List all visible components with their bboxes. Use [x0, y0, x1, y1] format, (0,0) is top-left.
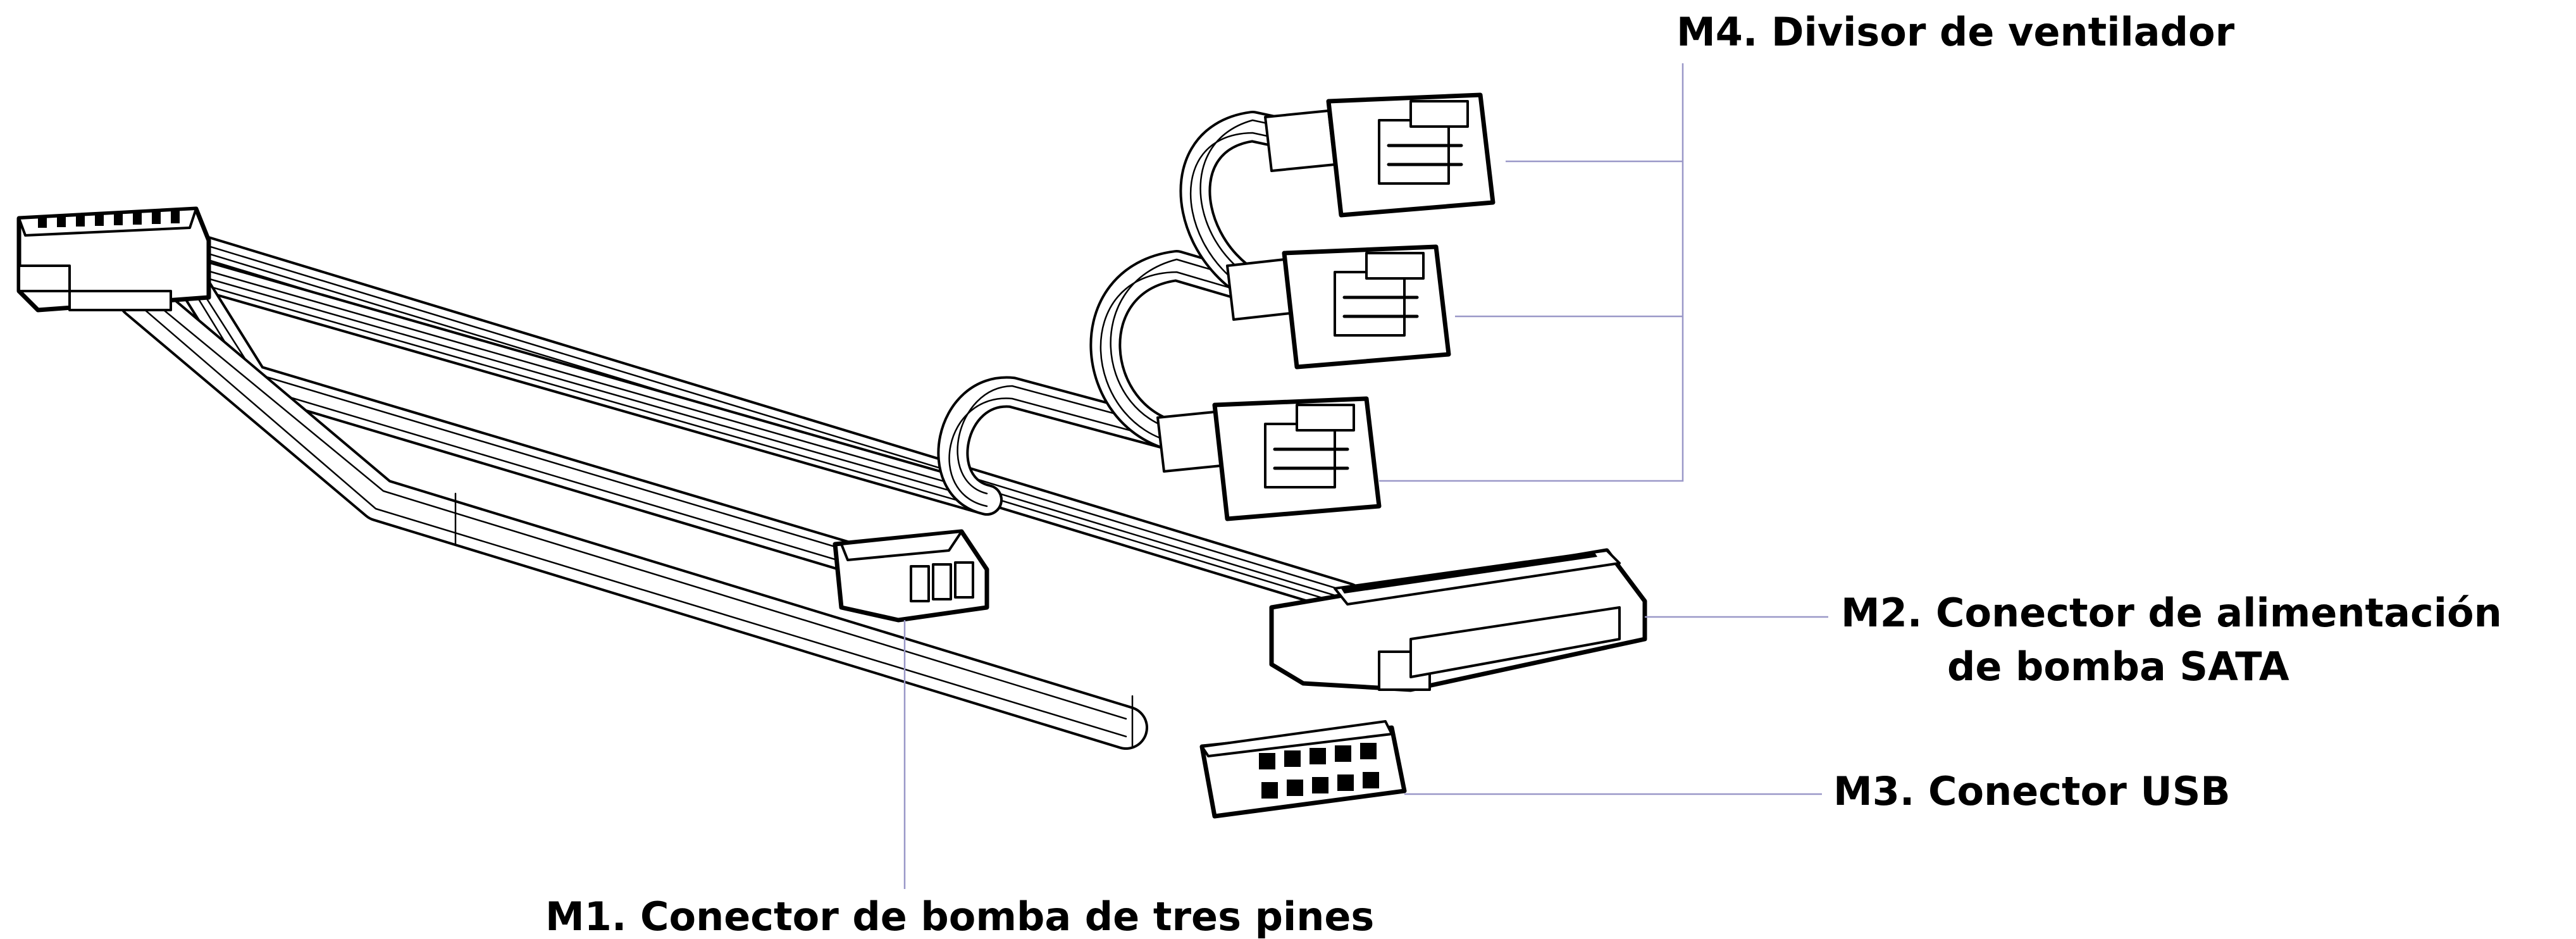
leader-lines — [903, 63, 1828, 889]
label-m2-line1: M2. Conector de alimentación — [1841, 590, 2502, 636]
label-m4: M4. Divisor de ventilador — [1676, 9, 2235, 55]
header-pin-row — [38, 211, 180, 228]
usb-header-connector — [1199, 720, 1407, 819]
cable-to-usb-connector — [117, 275, 1148, 750]
cable-bundle — [117, 111, 1363, 750]
labels: M4. Divisor de ventilador M2. Conector d… — [545, 9, 2502, 939]
label-m2-line2: de bomba SATA — [1947, 644, 2289, 690]
main-header-connector — [16, 206, 211, 313]
fan-header-2 — [1226, 244, 1451, 370]
fan-header-1 — [1264, 92, 1495, 218]
fan-header-3 — [1156, 396, 1382, 521]
usb-pin-grid — [1259, 743, 1379, 799]
label-m3: M3. Conector USB — [1833, 768, 2231, 814]
cable-to-fan-splitter — [174, 256, 1003, 516]
pump-3pin-connector — [833, 529, 989, 623]
leader-m4 — [1379, 63, 1684, 482]
sata-power-connector — [1269, 548, 1647, 692]
label-m1: M1. Conector de bomba de tres pines — [545, 893, 1374, 939]
